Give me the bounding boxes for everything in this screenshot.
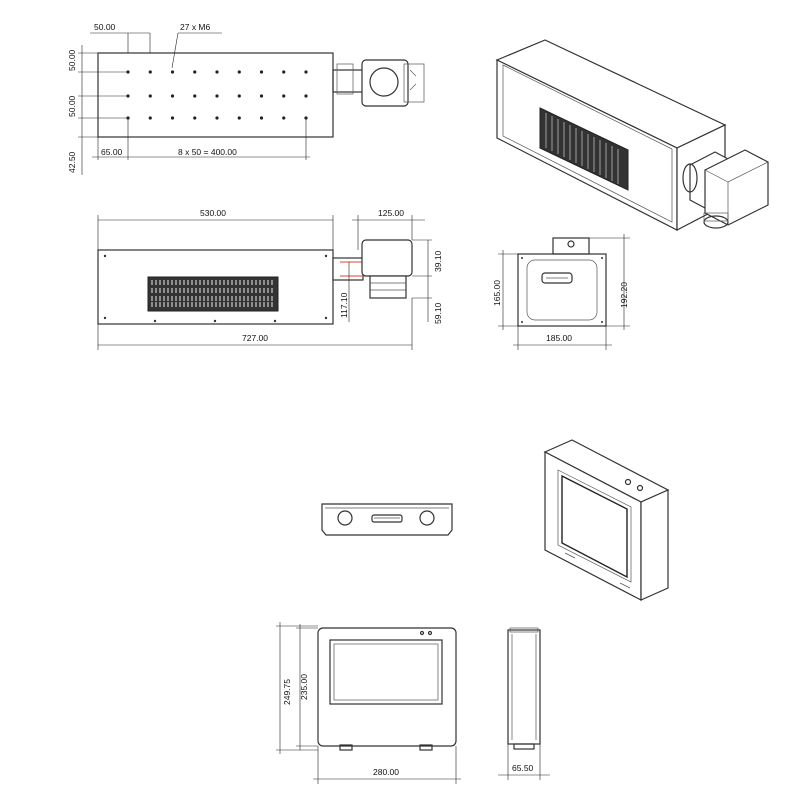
- top-view: 50.00 27 x M6 50.00 50.00 42.50 65.00 8 …: [67, 22, 425, 175]
- dim-top-span: 8 x 50 = 400.00: [178, 147, 237, 157]
- mounting-hole: [148, 70, 152, 74]
- dim-end-height: 165.00: [492, 280, 502, 306]
- side-view-body: [97, 249, 334, 325]
- dim-ctrl-total-height: 249.75: [282, 679, 292, 705]
- dim-top-pitch-y2: 50.00: [67, 95, 77, 117]
- mounting-hole: [282, 116, 286, 120]
- dim-top-edge-x: 65.00: [101, 147, 123, 157]
- top-view-body: [97, 52, 334, 138]
- controller-screen: [329, 639, 443, 705]
- mounting-hole: [170, 94, 175, 98]
- dim-ctrl-width: 280.00: [373, 767, 399, 777]
- mounting-hole: [237, 116, 241, 120]
- mounting-hole: [193, 94, 197, 98]
- mounting-hole: [215, 94, 219, 98]
- iso-view-laser: [495, 39, 769, 231]
- dim-ctrl-depth: 65.50: [512, 763, 534, 773]
- controller-top-view: [321, 503, 453, 536]
- end-view-plate: [517, 253, 607, 327]
- mounting-hole: [170, 70, 175, 74]
- dim-ctrl-body-height: 235.00: [299, 674, 309, 700]
- mounting-hole: [304, 70, 308, 74]
- dim-head-length: 125.00: [378, 208, 404, 218]
- dim-head-h2: 117.10: [339, 292, 349, 318]
- dim-top-edge-y: 42.50: [67, 151, 77, 173]
- mounting-hole: [237, 70, 241, 74]
- mounting-hole: [193, 70, 197, 74]
- side-view: 530.00 125.00 39.10 59.10 117.10 727.00: [97, 208, 443, 350]
- mounting-hole: [170, 116, 175, 120]
- mounting-hole: [237, 94, 241, 98]
- controller-side-view: 65.50: [498, 627, 550, 780]
- top-view-connector: [332, 69, 364, 93]
- dim-top-pitch-y1: 50.00: [67, 49, 77, 71]
- dim-body-length: 530.00: [200, 208, 226, 218]
- mounting-hole: [193, 116, 197, 120]
- mounting-hole: [282, 70, 286, 74]
- dim-top-pitch-x: 50.00: [94, 22, 116, 32]
- dim-head-h3: 59.10: [433, 302, 443, 324]
- mounting-hole: [282, 94, 286, 98]
- mounting-hole: [259, 94, 264, 98]
- controller-front-view: 249.75 235.00 280.00: [276, 622, 461, 784]
- mounting-hole: [215, 70, 219, 74]
- controller-side-body: [507, 629, 541, 745]
- dim-holes-label: 27 x M6: [180, 22, 211, 32]
- dim-overall-length: 727.00: [242, 333, 268, 343]
- dim-end-width: 185.00: [546, 333, 572, 343]
- mounting-hole: [304, 94, 308, 98]
- mounting-hole: [148, 116, 152, 120]
- mounting-hole: [259, 70, 264, 74]
- iso-view-controller: [543, 439, 670, 601]
- mounting-hole: [259, 116, 264, 120]
- dim-end-total-height: 192.20: [619, 282, 629, 308]
- end-view: 165.00 192.20 185.00: [492, 234, 630, 350]
- dim-head-h1: 39.10: [433, 250, 443, 272]
- side-view-galvo-head: [361, 239, 413, 277]
- mounting-hole: [215, 116, 219, 120]
- mounting-hole: [148, 94, 152, 98]
- mounting-holes: [126, 70, 308, 120]
- top-view-galvo-head: [361, 59, 409, 107]
